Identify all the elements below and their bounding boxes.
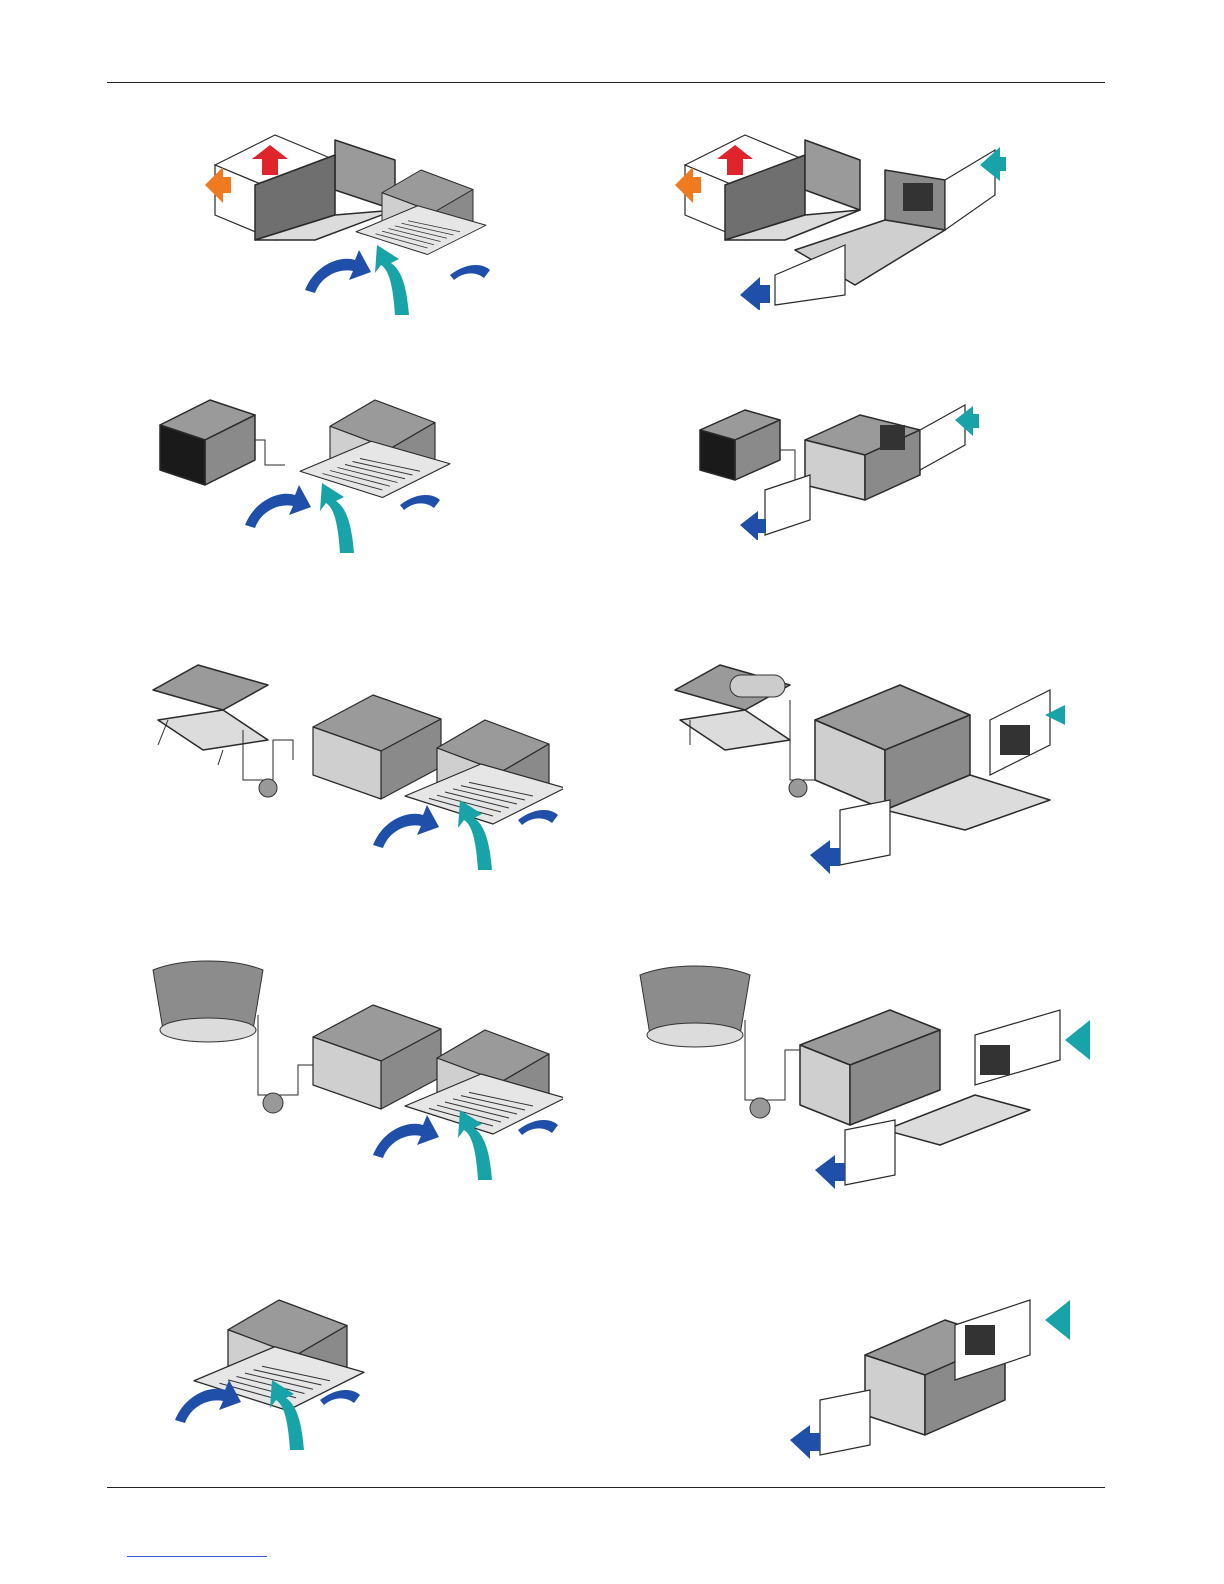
header-rule <box>107 82 1105 83</box>
diagram-cassette-standalone <box>170 1295 370 1455</box>
diagram-cassette-cooling-tower <box>148 955 563 1185</box>
return-arrow <box>1045 1300 1070 1340</box>
supply-arrow-right <box>320 1390 360 1405</box>
diagram-ducted-condenser <box>695 395 985 540</box>
supply-arrow <box>740 277 770 310</box>
supply-arrow-right <box>518 810 558 825</box>
return-arrow <box>320 483 354 553</box>
supply-arrow-left <box>373 1115 439 1158</box>
supply-arrow <box>815 1155 845 1189</box>
supply-arrow-left <box>245 485 311 528</box>
footer-rule <box>107 1487 1105 1488</box>
supply-arrow <box>790 1425 820 1459</box>
diagram-ducted-fresh-air <box>665 125 1010 310</box>
diagram-ducted-standalone <box>785 1295 1080 1465</box>
diagram-cassette-fresh-air <box>195 125 495 320</box>
supply-arrow-left <box>175 1380 241 1423</box>
supply-arrow-right <box>400 495 440 510</box>
footer-link-underline[interactable] <box>127 1556 267 1557</box>
supply-arrow <box>810 840 840 874</box>
supply-arrow-left <box>305 250 371 293</box>
supply-arrow-left <box>373 805 439 848</box>
return-arrow <box>1065 1020 1090 1060</box>
diagram-cassette-dry-cooler <box>148 660 563 875</box>
supply-arrow-right <box>518 1120 558 1135</box>
supply-arrow-right <box>450 265 490 280</box>
diagram-ducted-dry-cooler <box>670 660 1080 875</box>
supply-arrow <box>740 511 766 540</box>
return-arrow <box>375 245 409 315</box>
diagram-ducted-cooling-tower <box>635 960 1095 1190</box>
diagram-cassette-condenser <box>155 395 455 555</box>
